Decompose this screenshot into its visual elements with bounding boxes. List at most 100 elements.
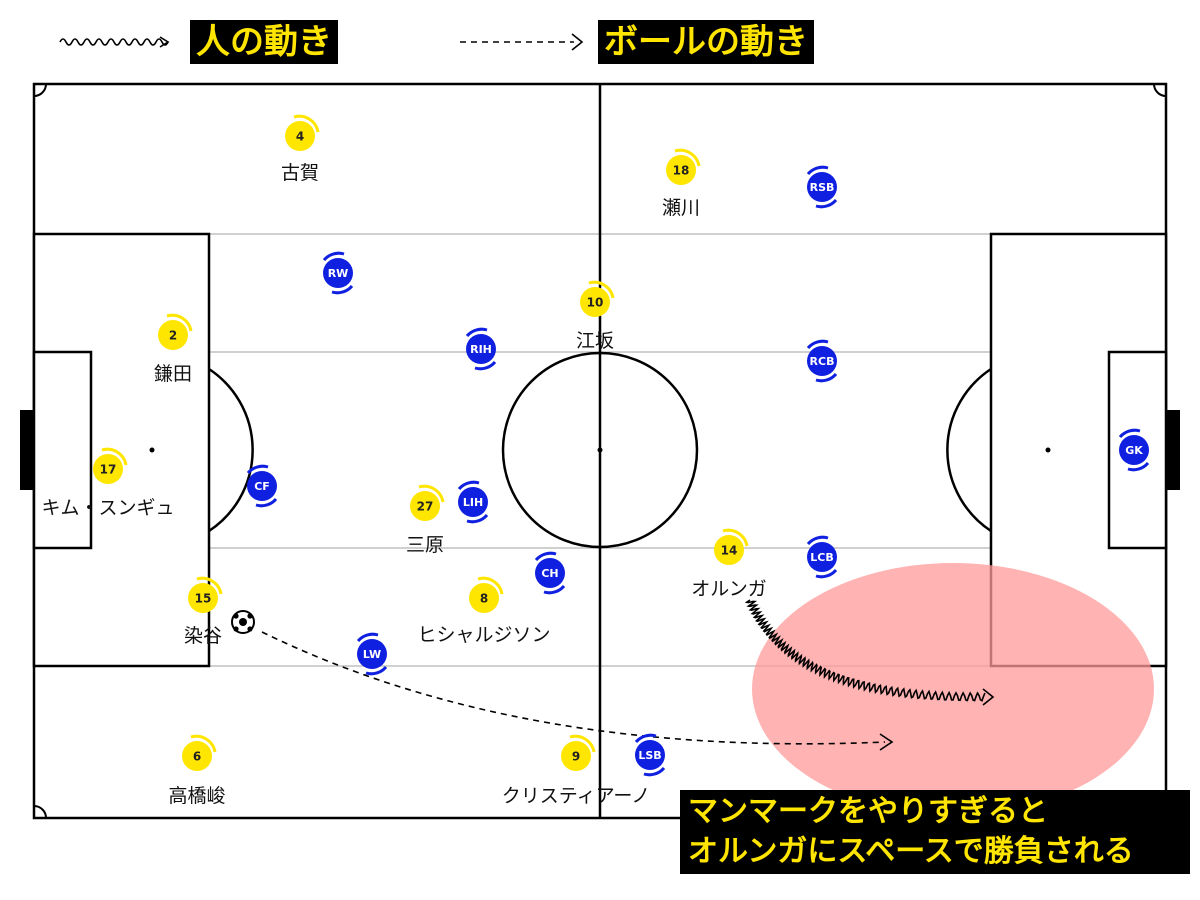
yellow-player: 6 高橋峻 (168, 734, 226, 807)
space-highlight (752, 563, 1154, 815)
corner-arc (33, 805, 47, 819)
corner-arc (33, 83, 47, 97)
player-motion-arc (722, 528, 749, 547)
player-marker (535, 558, 565, 588)
player-marker (666, 155, 696, 185)
player-number: 27 (417, 500, 434, 514)
player-motion-arc (190, 734, 217, 753)
blue-player: RCB (806, 339, 838, 383)
player-name: 江坂 (576, 330, 614, 352)
player-motion-arc (815, 198, 838, 209)
player-motion-arc (643, 766, 666, 777)
blue-player: CF (246, 464, 278, 508)
player-marker (807, 346, 837, 376)
player-marker (635, 740, 665, 770)
player-motion-arc (477, 576, 504, 595)
player-number: 6 (193, 750, 201, 764)
player-marker (580, 287, 610, 317)
yellow-player: 9 クリスティアーノ (502, 734, 651, 807)
ball-movement-label: ボールの動き (598, 20, 814, 64)
player-number: 17 (100, 463, 117, 477)
player-motion-arc (634, 733, 657, 744)
left-penalty-arc (208, 367, 254, 533)
position-label: RSB (810, 181, 835, 194)
player-name: 鎌田 (154, 363, 192, 385)
note-line-1: マンマークをやりすぎると (688, 794, 1048, 829)
player-motion-arc (466, 513, 489, 524)
player-marker (182, 741, 212, 771)
left-goal (20, 410, 34, 490)
right-goal (1166, 410, 1180, 490)
player-number: 4 (296, 130, 304, 144)
yellow-player: 4古賀 (281, 114, 320, 184)
player-motion-arc (457, 480, 480, 491)
player-motion-arc (674, 148, 701, 167)
player-motion-arc (588, 280, 615, 299)
player-motion-arc (543, 584, 566, 595)
center-spot (597, 447, 603, 453)
arrowhead-icon (982, 688, 995, 706)
center-circle (501, 351, 699, 549)
blue-player: GK (1118, 428, 1150, 472)
player-motion-arc (255, 497, 278, 508)
blue-player: LW (356, 632, 388, 676)
position-label: RW (328, 267, 349, 280)
left-goal-area (32, 350, 93, 550)
ball-path-arrow (261, 631, 886, 745)
person-movement-legend-icon (59, 38, 169, 46)
player-marker (561, 741, 591, 771)
player-motion-arc (196, 576, 223, 595)
position-label: LW (363, 648, 381, 661)
player-number: 8 (480, 592, 488, 606)
player-motion-arc (1118, 428, 1141, 439)
yellow-player: 18 瀬川 (662, 148, 701, 219)
player-motion-arc (465, 327, 488, 338)
player-marker (410, 491, 440, 521)
arrowhead-icon (879, 733, 894, 751)
player-name: 瀬川 (662, 197, 700, 219)
player-name: キム・スンギュ (41, 497, 174, 519)
position-label: LCB (810, 551, 833, 564)
player-marker (323, 258, 353, 288)
left-penalty-spot (149, 447, 155, 453)
player-number: 9 (572, 750, 580, 764)
ball-icon (231, 610, 255, 634)
player-motion-arc (806, 339, 829, 350)
player-motion-arc (356, 632, 379, 643)
player-motion-arc (365, 665, 388, 676)
player-motion-arc (246, 464, 269, 475)
position-label: CH (541, 567, 558, 580)
player-marker (1119, 435, 1149, 465)
player-number: 14 (721, 544, 738, 558)
player-name: 高橋峻 (168, 785, 225, 807)
player-motion-arc (418, 484, 445, 503)
player-marker (466, 334, 496, 364)
blue-player: CH (534, 551, 566, 595)
note-line-2: オルンガにスペースで勝負される (688, 834, 1134, 869)
player-marker (247, 471, 277, 501)
position-label: RIH (470, 343, 492, 356)
player-marker (807, 172, 837, 202)
blue-player: LSB (634, 733, 666, 777)
player-motion-arc (806, 165, 829, 176)
player-motion-arc (806, 535, 829, 546)
player-name: クリスティアーノ (502, 785, 651, 807)
tactical-note: マンマークをやりすぎると オルンガにスペースで勝負される (680, 790, 1190, 874)
player-motion-arc (815, 372, 838, 383)
player-number: 2 (169, 329, 177, 343)
blue-player: LCB (806, 535, 838, 579)
player-number: 15 (195, 592, 212, 606)
player-name: 染谷 (184, 625, 222, 647)
player-marker (285, 121, 315, 151)
player-motion-arc (534, 551, 557, 562)
player-number: 18 (673, 164, 690, 178)
player-motion-arc (322, 251, 345, 262)
blue-player: RSB (806, 165, 838, 209)
player-motion-arc (331, 284, 354, 295)
player-marker (458, 487, 488, 517)
